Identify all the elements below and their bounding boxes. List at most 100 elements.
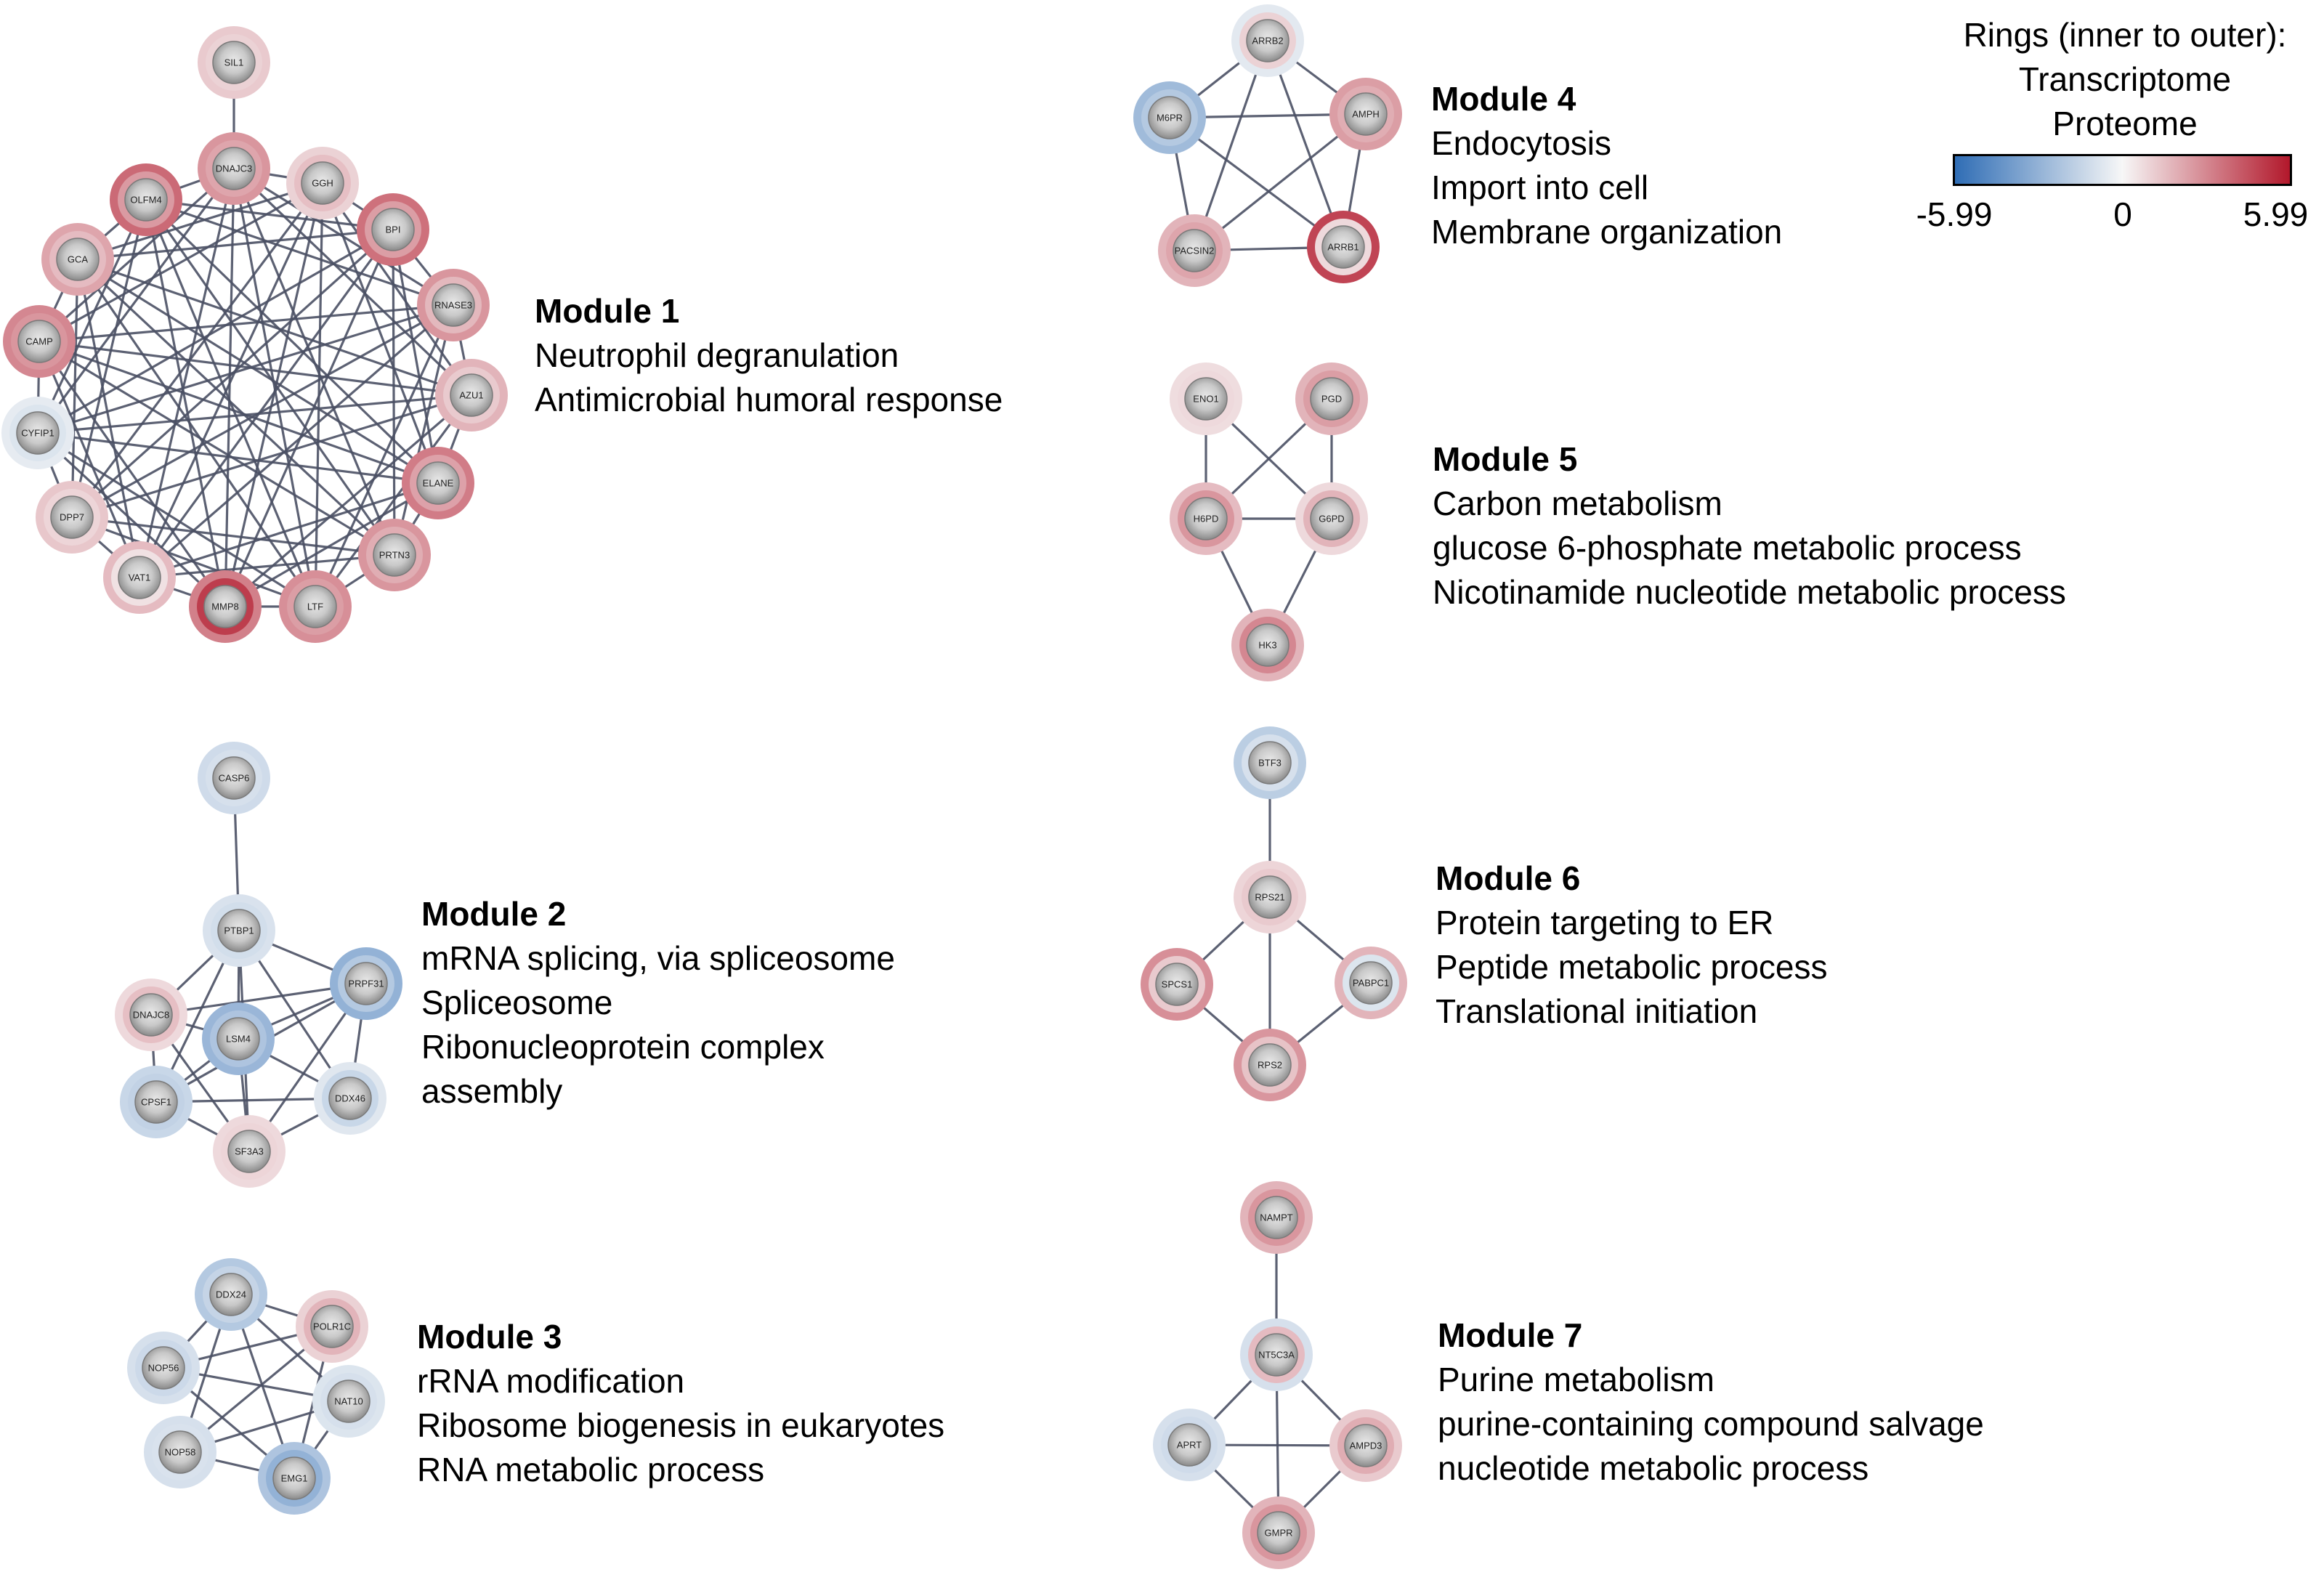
node-core bbox=[344, 962, 388, 1005]
module-4-term-2: Import into cell bbox=[1431, 169, 1649, 206]
node-label: MMP8 bbox=[211, 601, 239, 612]
node-nampt[interactable]: NAMPT bbox=[1240, 1181, 1313, 1254]
node-elane[interactable]: ELANE bbox=[402, 447, 474, 519]
node-core bbox=[56, 238, 100, 281]
node-nat10[interactable]: NAT10 bbox=[312, 1365, 385, 1438]
module-1-title: Module 1 bbox=[535, 292, 680, 330]
node-label: PABPC1 bbox=[1353, 978, 1389, 989]
node-ampd3[interactable]: AMPD3 bbox=[1329, 1409, 1402, 1482]
edge-vat1-camp bbox=[38, 341, 141, 578]
module-6-term-3: Translational initiation bbox=[1436, 992, 1758, 1030]
node-label: AMPD3 bbox=[1350, 1441, 1382, 1451]
node-core bbox=[124, 178, 168, 222]
node-nop58[interactable]: NOP58 bbox=[144, 1416, 216, 1488]
node-mmp8[interactable]: MMP8 bbox=[189, 570, 262, 643]
legend-mid-label: 0 bbox=[2113, 195, 2132, 233]
node-dnajc8[interactable]: DNAJC8 bbox=[115, 979, 187, 1051]
module-7-term-1: Purine metabolism bbox=[1438, 1361, 1714, 1398]
node-arrb1[interactable]: ARRB1 bbox=[1307, 211, 1380, 283]
legend-color-bar bbox=[1953, 154, 2292, 186]
legend-title: Rings (inner to outer): bbox=[1963, 16, 2287, 54]
node-casp6[interactable]: CASP6 bbox=[198, 742, 270, 814]
module-7-term-2: purine-containing compound salvage bbox=[1438, 1405, 1984, 1443]
node-dnajc3[interactable]: DNAJC3 bbox=[198, 132, 270, 205]
node-core bbox=[450, 373, 493, 417]
node-nt5c3a[interactable]: NT5C3A bbox=[1240, 1318, 1313, 1391]
node-core bbox=[371, 208, 415, 251]
node-spcs1[interactable]: SPCS1 bbox=[1141, 948, 1213, 1021]
edge-rnase3-camp bbox=[39, 304, 454, 343]
node-arrb2[interactable]: ARRB2 bbox=[1231, 4, 1304, 77]
module-6-term-1: Protein targeting to ER bbox=[1436, 904, 1774, 941]
node-polr1c[interactable]: POLR1C bbox=[296, 1290, 368, 1363]
node-core bbox=[16, 411, 60, 455]
node-core bbox=[1248, 1043, 1292, 1087]
node-hk3[interactable]: HK3 bbox=[1231, 609, 1304, 681]
node-core bbox=[1184, 377, 1228, 421]
node-pacsin2[interactable]: PACSIN2 bbox=[1158, 214, 1231, 287]
edge-ggh-vat1 bbox=[138, 182, 324, 578]
node-label: POLR1C bbox=[313, 1321, 351, 1332]
node-cyfip1[interactable]: CYFIP1 bbox=[1, 397, 74, 469]
edge-prtn3-camp bbox=[39, 340, 395, 556]
edge-dpp7-gca bbox=[70, 259, 79, 518]
node-core bbox=[142, 1346, 185, 1390]
node-sil1[interactable]: SIL1 bbox=[198, 26, 270, 99]
node-rps21[interactable]: RPS21 bbox=[1234, 861, 1306, 933]
module-5-term-3: Nicotinamide nucleotide metabolic proces… bbox=[1433, 573, 2066, 611]
node-nop56[interactable]: NOP56 bbox=[127, 1332, 200, 1404]
module-6-term-2: Peptide metabolic process bbox=[1436, 948, 1828, 986]
edge-ggh-camp bbox=[39, 182, 323, 343]
edge-elane-camp bbox=[39, 340, 439, 485]
edge-mmp8-olfm4 bbox=[145, 199, 227, 607]
node-label: AZU1 bbox=[459, 390, 483, 401]
node-olfm4[interactable]: OLFM4 bbox=[110, 163, 182, 236]
node-label: DPP7 bbox=[60, 512, 84, 523]
edge-arrb2-arrb1 bbox=[1266, 40, 1345, 248]
node-label: GGH bbox=[312, 178, 333, 189]
node-btf3[interactable]: BTF3 bbox=[1234, 726, 1306, 799]
node-vat1[interactable]: VAT1 bbox=[103, 541, 176, 614]
node-amph[interactable]: AMPH bbox=[1329, 78, 1402, 150]
node-rnase3[interactable]: RNASE3 bbox=[417, 269, 490, 341]
node-g6pd[interactable]: G6PD bbox=[1295, 482, 1368, 555]
node-pgd[interactable]: PGD bbox=[1295, 362, 1368, 435]
node-h6pd[interactable]: H6PD bbox=[1170, 482, 1242, 555]
node-sf3a3[interactable]: SF3A3 bbox=[213, 1115, 286, 1188]
node-azu1[interactable]: AZU1 bbox=[435, 359, 508, 432]
node-core bbox=[118, 556, 161, 599]
node-core bbox=[1310, 497, 1353, 540]
node-dpp7[interactable]: DPP7 bbox=[36, 481, 108, 554]
node-aprt[interactable]: APRT bbox=[1153, 1409, 1226, 1481]
node-gmpr[interactable]: GMPR bbox=[1242, 1496, 1315, 1569]
node-ltf[interactable]: LTF bbox=[279, 570, 352, 643]
node-eno1[interactable]: ENO1 bbox=[1170, 362, 1242, 435]
node-prtn3[interactable]: PRTN3 bbox=[358, 519, 431, 591]
node-ddx46[interactable]: DDX46 bbox=[314, 1062, 386, 1135]
node-emg1[interactable]: EMG1 bbox=[258, 1442, 331, 1515]
node-label: CAMP bbox=[25, 336, 53, 347]
edge-vat1-gca bbox=[76, 259, 141, 578]
node-label: RPS2 bbox=[1258, 1060, 1282, 1071]
node-ptbp1[interactable]: PTBP1 bbox=[203, 894, 275, 967]
node-bpi[interactable]: BPI bbox=[357, 193, 429, 266]
node-lsm4[interactable]: LSM4 bbox=[202, 1002, 275, 1075]
node-gca[interactable]: GCA bbox=[41, 223, 114, 296]
module-3-term-2: Ribosome biogenesis in eukaryotes bbox=[417, 1406, 945, 1444]
node-camp[interactable]: CAMP bbox=[3, 305, 76, 378]
module-3-term-1: rRNA modification bbox=[417, 1362, 685, 1400]
edge-ltf-gca bbox=[76, 259, 317, 607]
node-core bbox=[1310, 377, 1353, 421]
node-rps2[interactable]: RPS2 bbox=[1234, 1029, 1306, 1101]
module-4-title: Module 4 bbox=[1431, 80, 1576, 118]
node-pabpc1[interactable]: PABPC1 bbox=[1335, 947, 1407, 1019]
node-m6pr[interactable]: M6PR bbox=[1133, 81, 1206, 154]
node-ddx24[interactable]: DDX24 bbox=[195, 1258, 267, 1331]
node-ggh[interactable]: GGH bbox=[286, 147, 359, 219]
node-core bbox=[1255, 1333, 1298, 1377]
node-prpf31[interactable]: PRPF31 bbox=[330, 947, 402, 1020]
node-label: ELANE bbox=[423, 478, 454, 489]
node-cpsf1[interactable]: CPSF1 bbox=[120, 1066, 193, 1138]
edge-prtn3-vat1 bbox=[139, 554, 395, 579]
